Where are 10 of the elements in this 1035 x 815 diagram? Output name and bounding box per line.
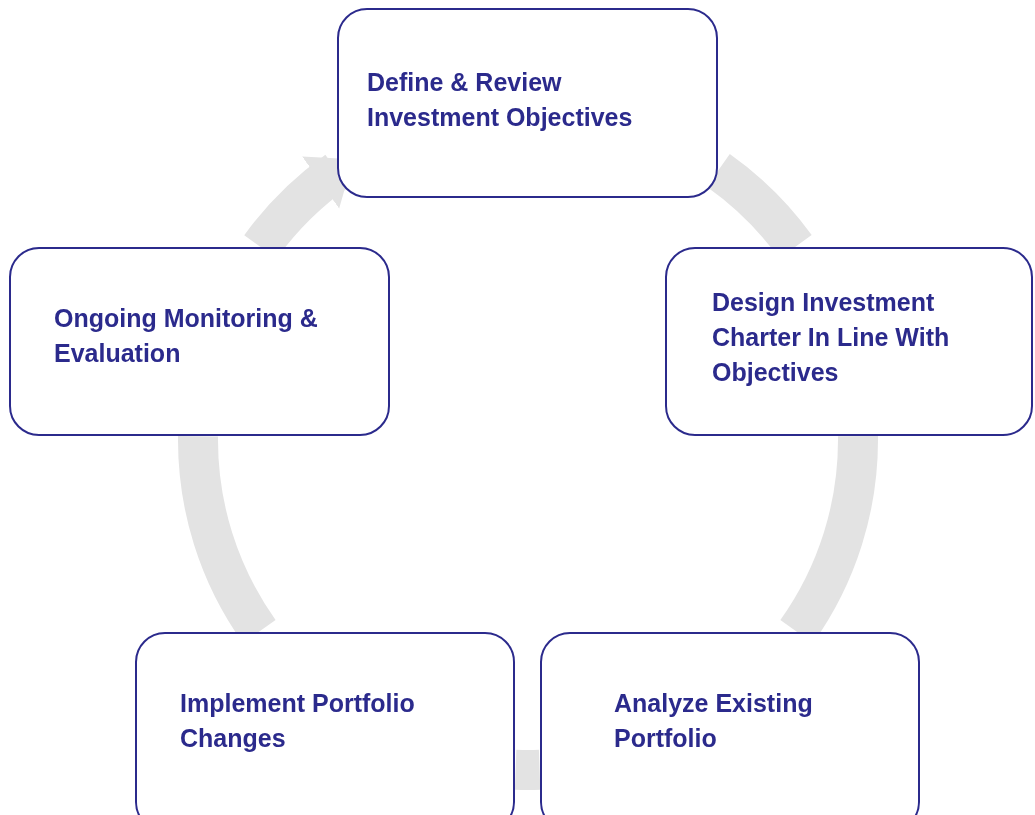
step-box — [665, 247, 1033, 436]
step-label: Ongoing Monitoring & Evaluation — [54, 303, 319, 369]
step-label: Design Investment Charter In Line With Objectives — [712, 287, 951, 388]
step-label: Define & Review Investment Objectives — [367, 67, 634, 133]
step-box — [540, 632, 920, 815]
step-box — [135, 632, 515, 815]
step-box — [337, 8, 718, 198]
step-label: Implement Portfolio Changes — [180, 688, 416, 754]
step-box — [9, 247, 390, 436]
step-label: Analyze Existing Portfolio — [614, 688, 814, 754]
